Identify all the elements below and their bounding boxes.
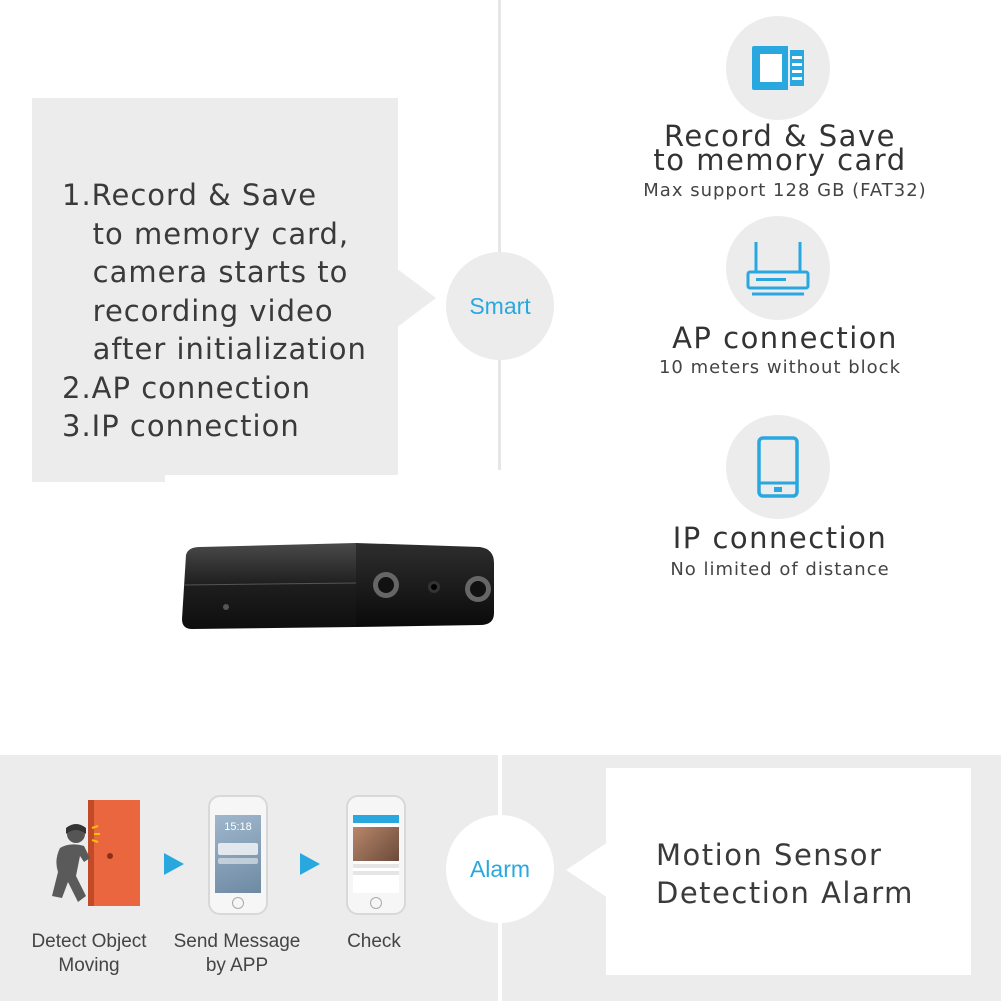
feature-title: IP connection — [672, 521, 888, 555]
step-arrow-icon — [164, 853, 184, 875]
smart-list-line: after initialization — [62, 332, 367, 366]
notification-card — [218, 858, 258, 864]
sd-card-icon — [752, 46, 804, 90]
smart-list-line: 3.IP connection — [62, 409, 300, 443]
smart-list-line: 1.Record & Save — [62, 178, 318, 212]
alarm-text-line: Motion Sensor — [656, 838, 883, 872]
smartphone-icon-circle — [726, 415, 830, 519]
step-label: Detect Object Moving — [14, 930, 164, 978]
feature-title: AP connection — [672, 321, 898, 355]
router-icon — [746, 242, 810, 296]
step-label-line: Detect Object — [31, 931, 147, 952]
step-label-line: by APP — [205, 955, 269, 976]
phone-notification-icon: 15:18 — [208, 795, 268, 915]
lockscreen-time: 15:18 — [224, 821, 252, 833]
feature-title: Record & Save — [664, 119, 896, 153]
smart-list-line: camera starts to — [62, 255, 349, 289]
step-label-line: Moving — [58, 955, 120, 976]
smart-list-line: 2.AP connection — [62, 370, 311, 405]
home-button — [232, 897, 244, 909]
alarm-description-panel — [606, 768, 971, 975]
phone-lockscreen: 15:18 — [215, 815, 261, 893]
camera-feed-thumbnail — [353, 827, 399, 861]
step-label: Send Message by APP — [164, 930, 310, 978]
step-label-line: Send Message — [173, 931, 301, 952]
alarm-text-line: Detection Alarm — [656, 876, 914, 910]
app-row — [353, 864, 399, 868]
smart-hub-badge: Smart — [446, 252, 554, 360]
intruder-door-icon — [52, 800, 140, 906]
feature-title-line-2: to memory card — [653, 143, 907, 177]
smart-list-line: recording video — [62, 293, 334, 328]
top-divider — [498, 0, 501, 470]
step-label: Check — [326, 930, 422, 954]
alarm-hub-badge: Alarm — [446, 815, 554, 923]
alarm-description-text: Motion Sensor Detection Alarm — [656, 836, 914, 912]
sd-card-icon-circle — [726, 16, 830, 120]
smart-callout-arrow — [396, 268, 436, 328]
smart-list-line: to memory card, — [62, 216, 350, 251]
feature-subtitle: No limited of distance — [670, 559, 890, 580]
alarm-hub-label: Alarm — [469, 855, 531, 882]
alarm-callout-arrow — [566, 842, 608, 898]
router-icon-circle — [726, 216, 830, 320]
smart-description-panel — [32, 98, 398, 482]
smart-hub-label: Smart — [469, 292, 531, 319]
home-button — [370, 897, 382, 909]
smart-feature-list: 1.Record & Save to memory card, camera s… — [62, 176, 367, 446]
step-arrow-icon — [300, 853, 320, 875]
camera-device-image — [182, 543, 494, 629]
step-label-line: Check — [347, 931, 401, 952]
notification-card — [218, 843, 258, 855]
app-header — [353, 815, 399, 823]
smartphone-icon — [757, 436, 799, 498]
feature-subtitle: Max support 128 GB (FAT32) — [643, 180, 927, 201]
app-row — [353, 871, 399, 875]
phone-app-screen — [353, 815, 399, 893]
phone-app-icon — [346, 795, 406, 915]
feature-subtitle: 10 meters without block — [658, 357, 901, 378]
